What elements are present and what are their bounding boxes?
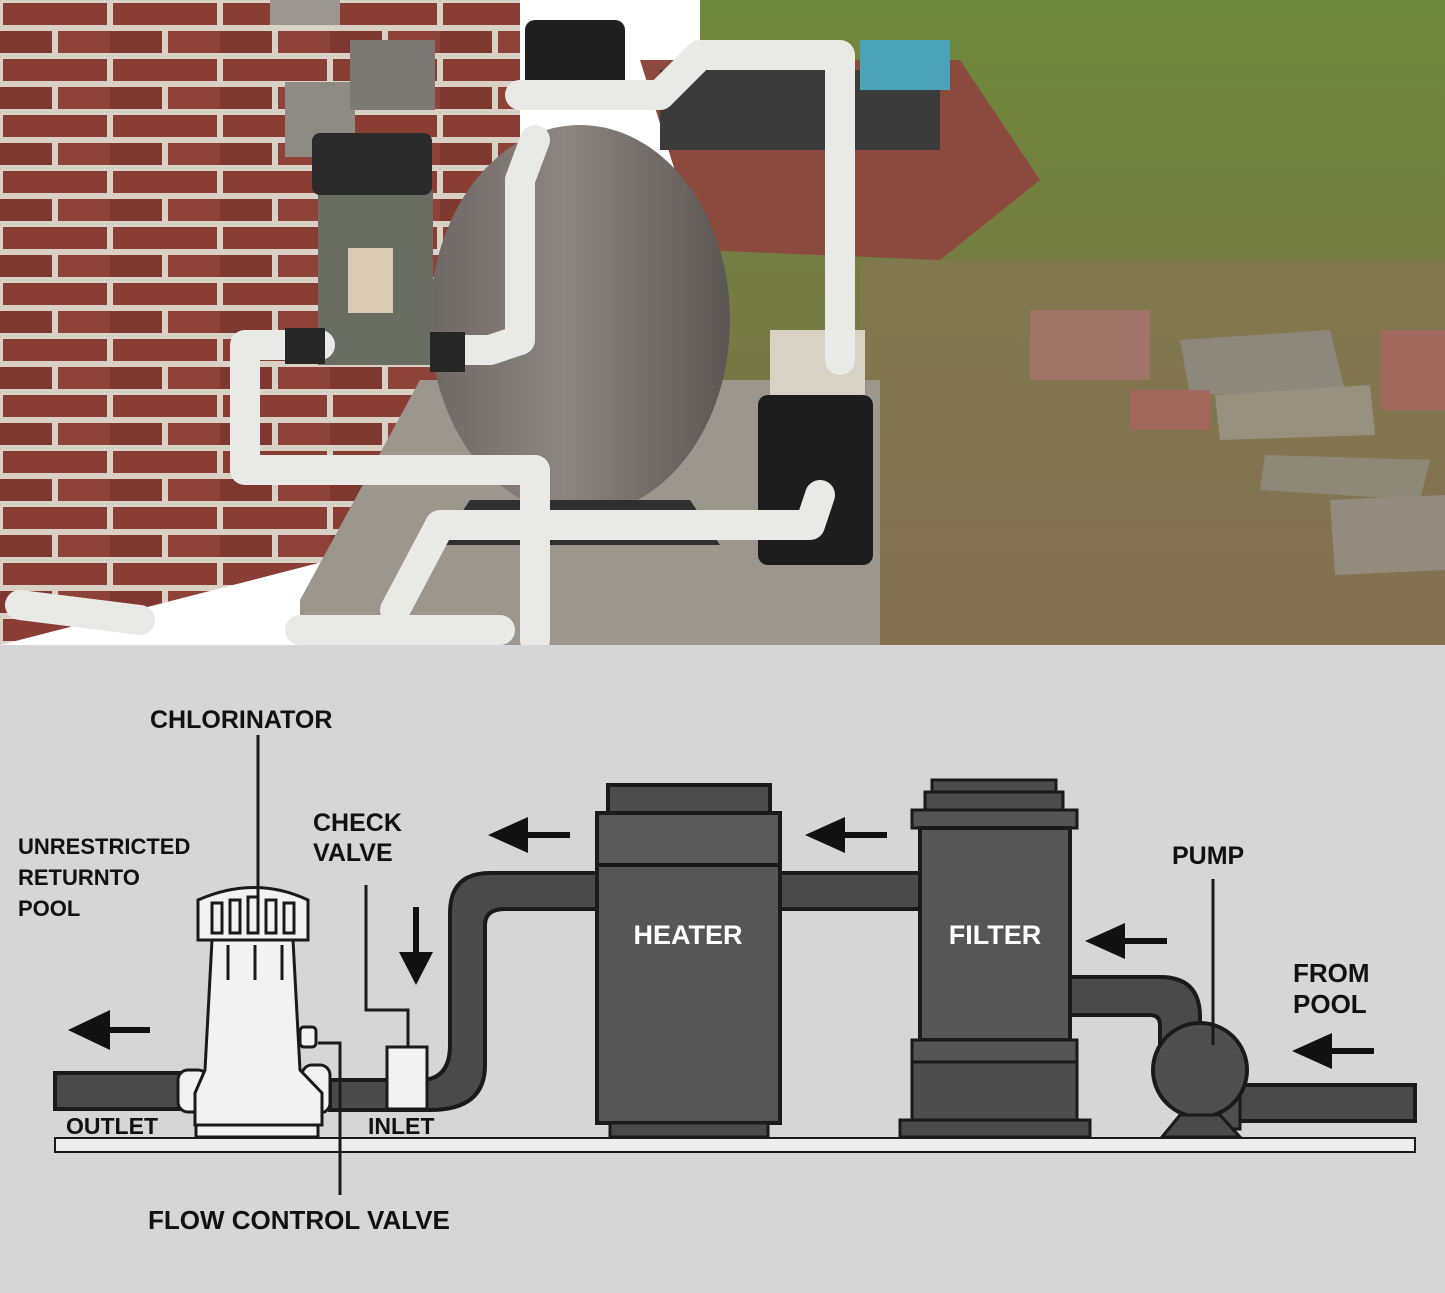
label-check-valve-line1: CHECK (313, 809, 402, 837)
ground-slab (54, 1137, 1416, 1153)
paver (1130, 390, 1210, 430)
arrow-left-icon (488, 817, 570, 853)
electrical-box (270, 0, 340, 25)
pipe-unions (285, 328, 465, 372)
label-flow-control-valve: FLOW CONTROL VALVE (148, 1205, 450, 1235)
label-pump: PUMP (1172, 842, 1244, 870)
check-valve (385, 1045, 429, 1111)
paver (1180, 330, 1345, 395)
label-heater: HEATER (633, 920, 742, 950)
label-check-valve-line2: VALVE (313, 839, 393, 867)
arrow-down-icon (399, 907, 433, 985)
plumbing-diagram: CHLORINATOR CHECK VALVE UNRESTRICTED RET… (0, 645, 1445, 1293)
dirt-patch (860, 260, 1445, 645)
multiport-valve (525, 20, 625, 90)
arrow-left-icon (1292, 1033, 1374, 1069)
paver (1330, 495, 1445, 575)
pump (1151, 1021, 1249, 1139)
electrical-box (350, 40, 435, 110)
label-unrestricted-line3: POOL (18, 896, 80, 921)
blue-towel (860, 40, 950, 90)
label-outlet: OUTLET (66, 1113, 158, 1139)
equipment-photo (0, 0, 1445, 645)
arrow-left-icon (1085, 923, 1167, 959)
label-unrestricted-line1: UNRESTRICTED (18, 834, 190, 859)
label-filter: FILTER (949, 920, 1041, 950)
pipe-filter-to-heater (758, 871, 922, 911)
paver (1030, 310, 1150, 380)
label-from-pool-line2: POOL (1293, 989, 1367, 1019)
label-unrestricted-line2: RETURNTO (18, 865, 140, 890)
label-chlorinator: CHLORINATOR (150, 706, 332, 734)
leader-lines (256, 735, 1215, 1195)
photo-chlorinator-cap (312, 133, 432, 195)
pipe-from-pool (1228, 1083, 1417, 1123)
label-inlet: INLET (368, 1113, 434, 1139)
paver (1260, 455, 1430, 500)
chlorinator (176, 886, 332, 1139)
paver (1215, 385, 1375, 440)
arrow-left-icon (68, 1010, 150, 1050)
label-from-pool-line1: FROM (1293, 958, 1370, 988)
arrow-left-icon (805, 817, 887, 853)
pipe-heater-to-checkvalve (328, 871, 602, 1112)
pvc-pipes (5, 40, 855, 645)
paver (1380, 330, 1445, 410)
flow-arrows (68, 817, 1374, 1069)
heater (595, 783, 782, 1139)
filter (898, 778, 1092, 1139)
chlorinator-sticker (348, 248, 393, 313)
